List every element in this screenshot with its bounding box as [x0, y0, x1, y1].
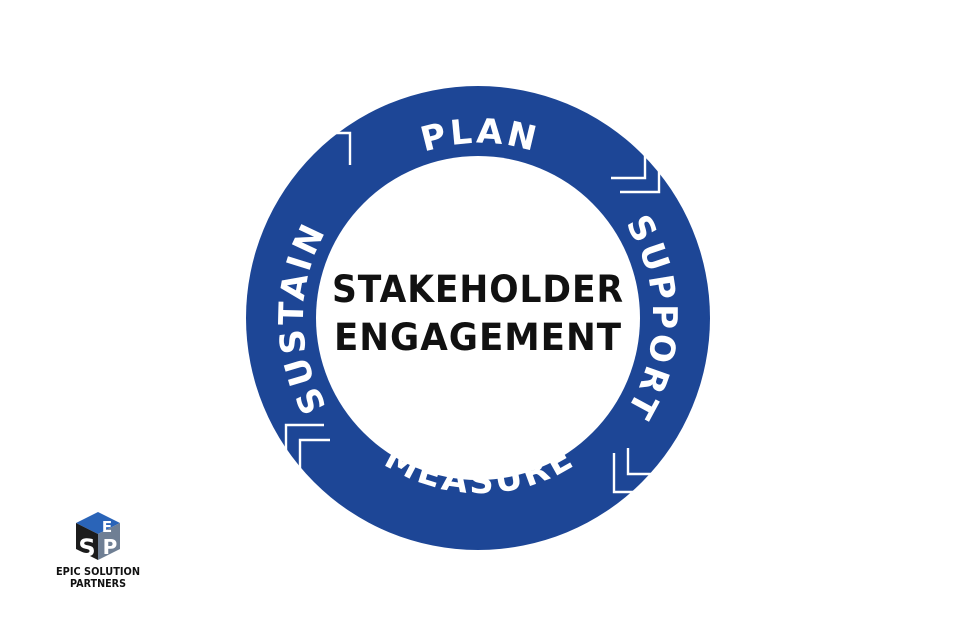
logo-name-line1: EPIC SOLUTION [56, 566, 140, 578]
separator-top-left [320, 131, 352, 165]
logo-cube-icon: E S P [76, 512, 120, 562]
company-logo: E S P EPIC SOLUTION PARTNERS [56, 512, 140, 590]
logo-letter-e: E [102, 518, 112, 536]
separator-bottom-right [612, 448, 670, 494]
center-circle [316, 156, 640, 480]
logo-letter-p: P [103, 535, 118, 559]
center-title-line2: ENGAGEMENT [334, 316, 622, 359]
center-title-line1: STAKEHOLDER [332, 268, 624, 311]
separator-bottom-left [284, 423, 330, 470]
logo-letter-s: S [78, 534, 95, 562]
logo-name-line2: PARTNERS [70, 578, 126, 590]
separator-top-right [611, 132, 661, 194]
